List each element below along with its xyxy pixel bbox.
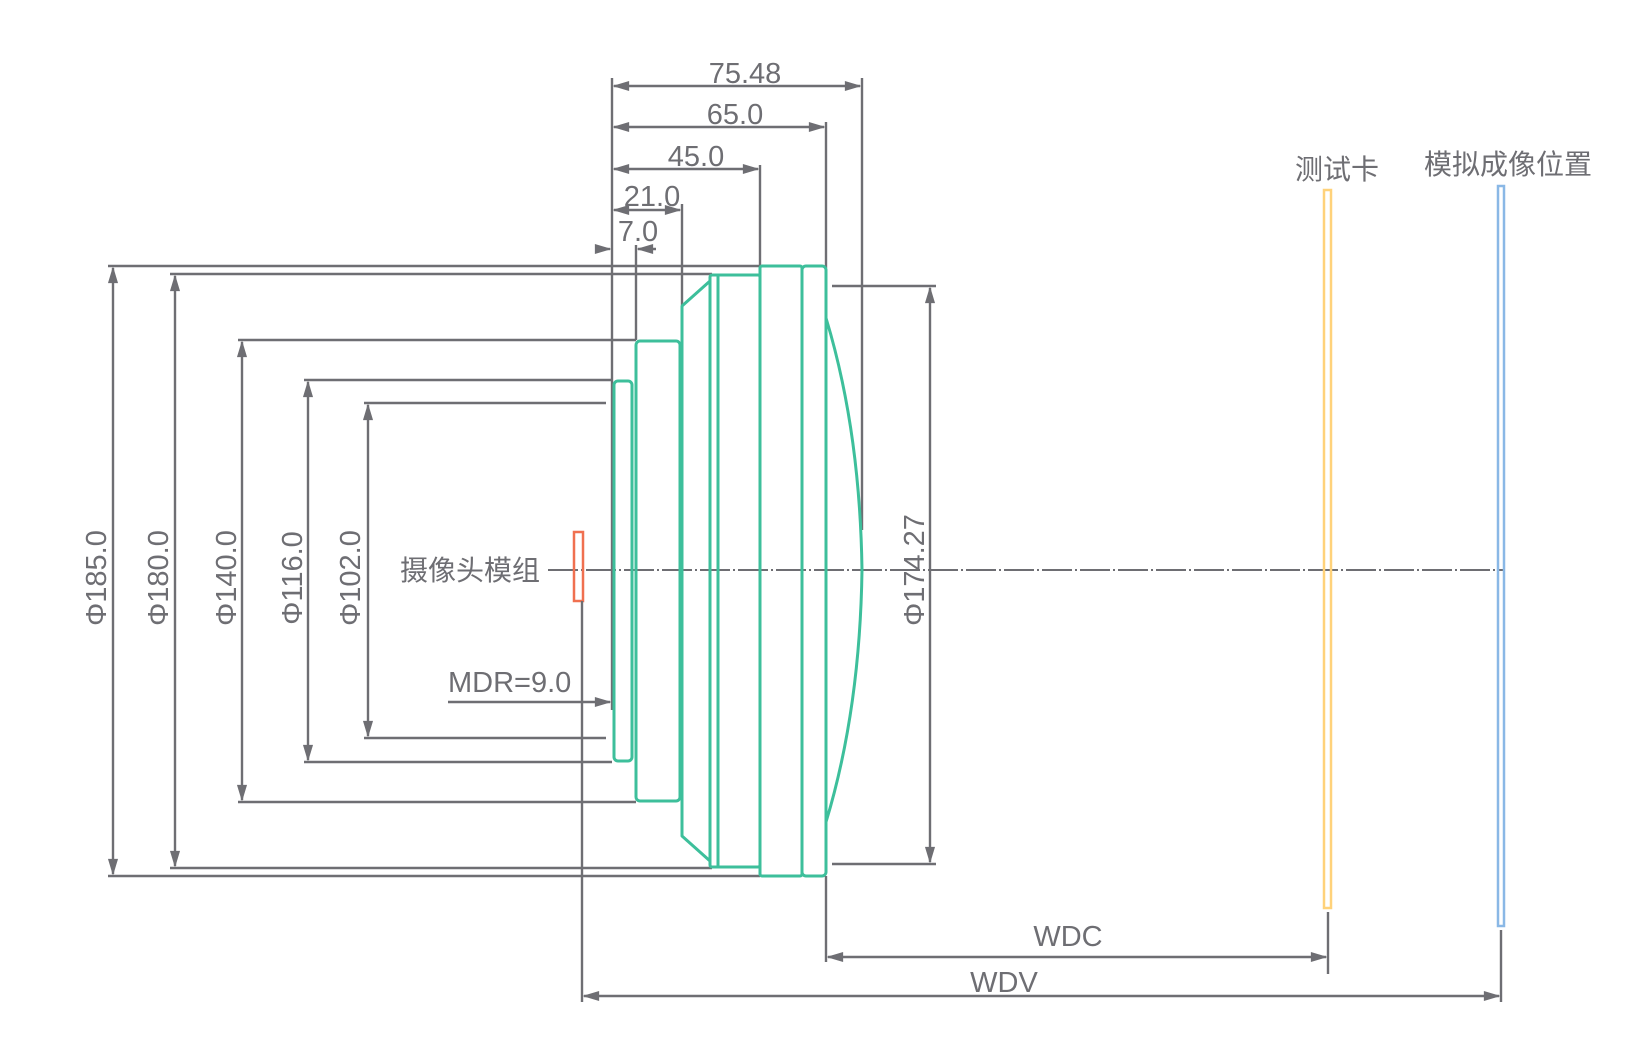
camera-module-label: 摄像头模组 [400, 554, 540, 587]
camera-module [572, 530, 585, 603]
mdr-label: MDR=9.0 [448, 667, 571, 699]
virtual-image-plane [1496, 184, 1506, 928]
diameter-dimensions [107, 264, 760, 878]
dim-label-phi180: Φ180.0 [143, 530, 175, 626]
dim-label-phi102: Φ102.0 [335, 530, 367, 626]
dim-label-7-0: 7.0 [618, 216, 658, 248]
dim-label-phi140: Φ140.0 [211, 530, 243, 626]
dim-label-phi185: Φ185.0 [81, 530, 113, 626]
dim-label-phi116: Φ116.0 [277, 531, 309, 625]
dim-label-phi174-27: Φ174.27 [899, 514, 931, 626]
dim-label-45-0: 45.0 [668, 141, 724, 173]
wdc-label: WDC [1033, 921, 1102, 953]
lens-body [612, 264, 864, 878]
test-card-label: 测试卡 [1295, 153, 1379, 186]
wdv-label: WDV [970, 967, 1038, 999]
virtual-image-label: 模拟成像位置 [1424, 148, 1592, 181]
dim-label-21-0: 21.0 [624, 181, 680, 213]
length-dimensions [594, 78, 864, 710]
dim-label-65-0: 65.0 [707, 99, 763, 131]
dim-label-75-48: 75.48 [709, 58, 782, 90]
test-card [1322, 188, 1333, 910]
